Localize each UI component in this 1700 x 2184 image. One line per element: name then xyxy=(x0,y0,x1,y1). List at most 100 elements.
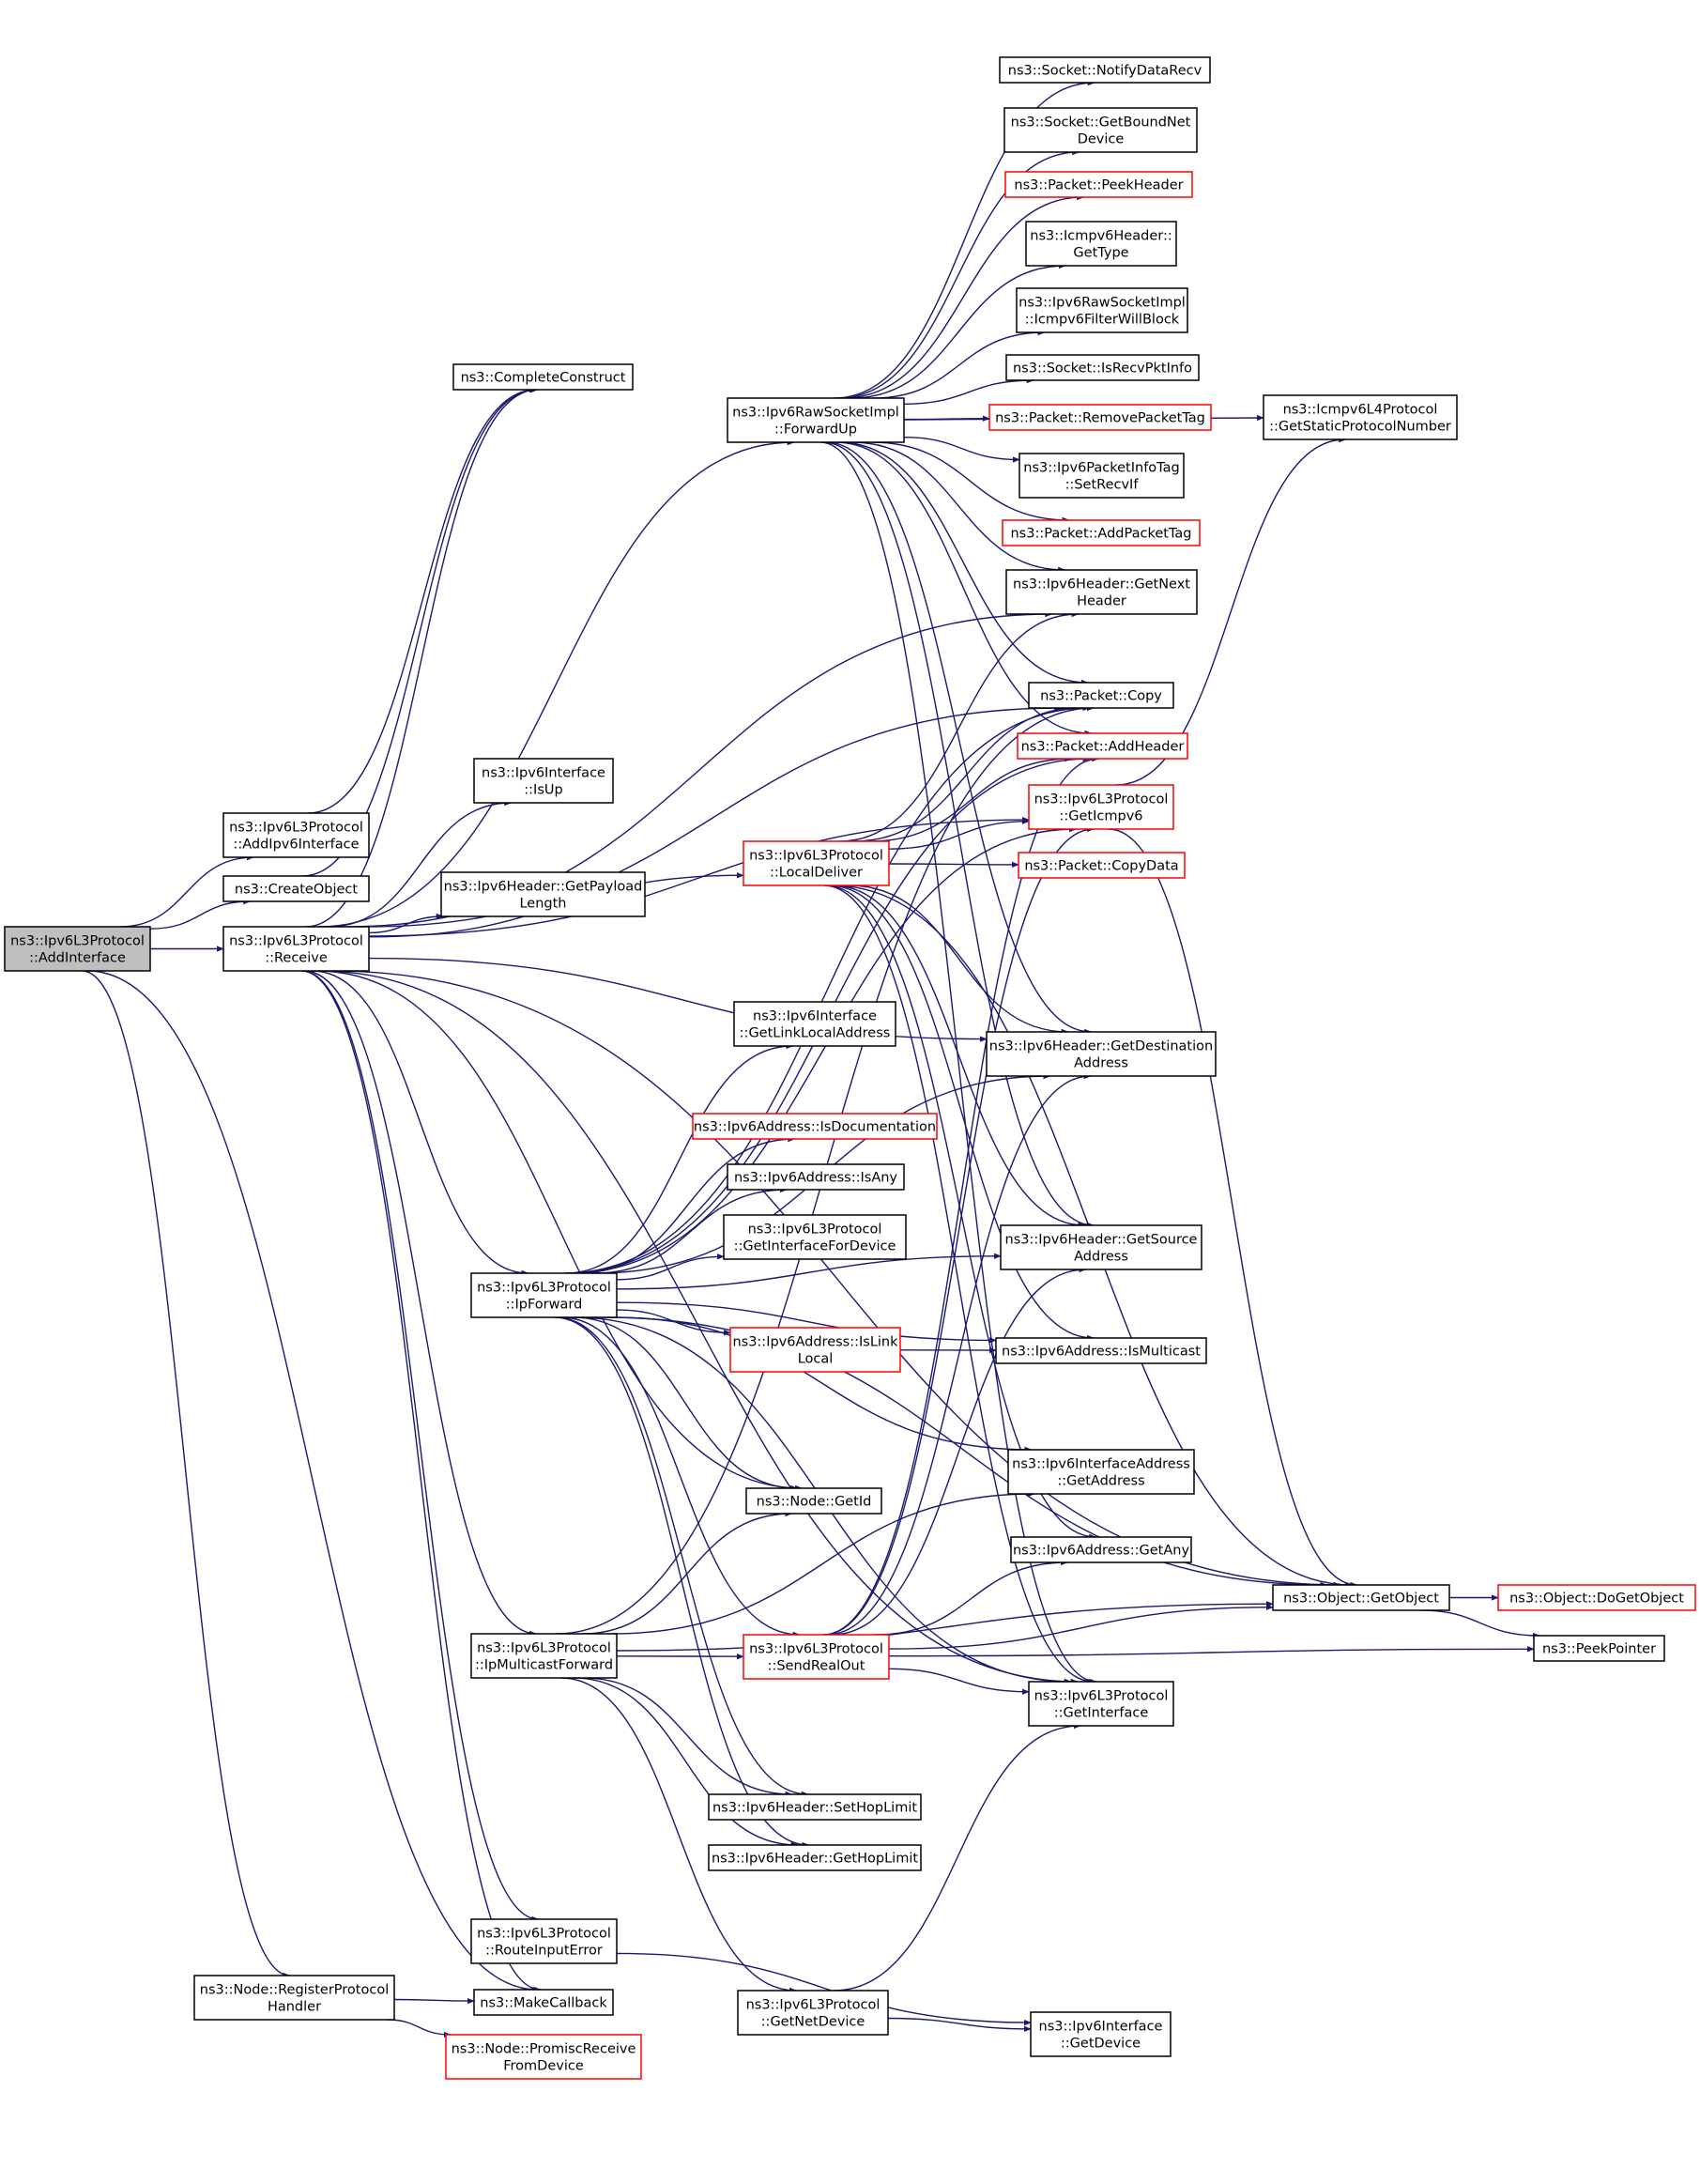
node-setRecvIf[interactable]: ns3::Ipv6PacketInfoTag::SetRecvIf xyxy=(1018,453,1185,499)
node-box-getLinkLocal[interactable] xyxy=(733,1001,896,1047)
node-box-getAny[interactable] xyxy=(1010,1536,1192,1563)
node-getLinkLocal[interactable]: ns3::Ipv6Interface::GetLinkLocalAddress xyxy=(733,1001,896,1047)
node-ipMulticastForward[interactable]: ns3::Ipv6L3Protocol::IpMulticastForward xyxy=(470,1633,618,1679)
node-icmpGetType[interactable]: ns3::Icmpv6Header::GetType xyxy=(1025,221,1177,267)
node-receive[interactable]: ns3::Ipv6L3Protocol::Receive xyxy=(222,926,370,972)
node-box-getIfaceForDevice[interactable] xyxy=(723,1214,907,1260)
node-isMulticast[interactable]: ns3::Ipv6Address::IsMulticast xyxy=(995,1337,1207,1364)
node-getAny[interactable]: ns3::Ipv6Address::GetAny xyxy=(1010,1536,1192,1563)
node-box-localDeliver[interactable] xyxy=(743,840,890,886)
node-box-ipMulticastForward[interactable] xyxy=(470,1633,618,1679)
node-box-isAny[interactable] xyxy=(727,1163,905,1191)
node-box-sendRealOut[interactable] xyxy=(743,1634,890,1680)
node-box-receive[interactable] xyxy=(222,926,370,972)
node-box-addHeader[interactable] xyxy=(1017,732,1188,760)
node-box-copyData[interactable] xyxy=(1018,852,1186,879)
node-getIcmpv6[interactable]: ns3::Ipv6L3Protocol::GetIcmpv6 xyxy=(1028,784,1174,830)
node-box-staticProtoNumber[interactable] xyxy=(1263,394,1458,440)
node-box-ifaceAddrGetAddress[interactable] xyxy=(1007,1449,1195,1495)
node-box-isRecvPktInfo[interactable] xyxy=(1005,354,1200,381)
node-getInterface[interactable]: ns3::Ipv6L3Protocol::GetInterface xyxy=(1028,1681,1174,1727)
node-peekHeader[interactable]: ns3::Packet::PeekHeader xyxy=(1004,171,1193,198)
node-box-setHopLimit[interactable] xyxy=(708,1793,922,1821)
node-getIfaceForDevice[interactable]: ns3::Ipv6L3Protocol::GetInterfaceForDevi… xyxy=(723,1214,907,1260)
node-box-getIcmpv6[interactable] xyxy=(1028,784,1174,830)
node-ifaceAddrGetAddress[interactable]: ns3::Ipv6InterfaceAddress::GetAddress xyxy=(1007,1449,1195,1495)
node-box-icmpGetType[interactable] xyxy=(1025,221,1177,267)
node-doGetObject[interactable]: ns3::Object::DoGetObject xyxy=(1497,1584,1696,1611)
node-makeCallback[interactable]: ns3::MakeCallback xyxy=(473,1989,614,2016)
node-box-promiscReceive[interactable] xyxy=(445,2034,642,2080)
node-box-packetCopy[interactable] xyxy=(1028,682,1174,709)
node-box-getObject[interactable] xyxy=(1272,1584,1450,1611)
node-box-ipForward[interactable] xyxy=(470,1272,618,1318)
node-box-makeCallback[interactable] xyxy=(473,1989,614,2016)
node-box-addIpv6Interface[interactable] xyxy=(222,812,370,858)
node-box-registerHandler[interactable] xyxy=(193,1975,395,2021)
node-box-doGetObject[interactable] xyxy=(1497,1584,1696,1611)
node-ipForward[interactable]: ns3::Ipv6L3Protocol::IpForward xyxy=(470,1272,618,1318)
node-setHopLimit[interactable]: ns3::Ipv6Header::SetHopLimit xyxy=(708,1793,922,1821)
node-box-getInterface[interactable] xyxy=(1028,1681,1174,1727)
node-isAny[interactable]: ns3::Ipv6Address::IsAny xyxy=(727,1163,905,1191)
node-box-getId[interactable] xyxy=(745,1487,882,1515)
node-ifaceGetDevice[interactable]: ns3::Ipv6Interface::GetDevice xyxy=(1030,2011,1172,2057)
node-box-ifaceGetDevice[interactable] xyxy=(1030,2011,1172,2057)
node-box-peekHeader[interactable] xyxy=(1004,171,1193,198)
node-box-removePacketTag[interactable] xyxy=(988,404,1212,431)
node-copyData[interactable]: ns3::Packet::CopyData xyxy=(1018,852,1186,879)
node-box-getBoundNetDevice[interactable] xyxy=(1003,107,1198,153)
node-routeInputError[interactable]: ns3::Ipv6L3Protocol::RouteInputError xyxy=(470,1918,618,1964)
node-box-getHopLimit[interactable] xyxy=(708,1844,922,1871)
node-getNetDevice[interactable]: ns3::Ipv6L3Protocol::GetNetDevice xyxy=(737,1990,889,2036)
node-getObject[interactable]: ns3::Object::GetObject xyxy=(1272,1584,1450,1611)
node-packetCopy[interactable]: ns3::Packet::Copy xyxy=(1028,682,1174,709)
node-box-createObject[interactable] xyxy=(222,875,370,902)
node-box-isMulticast[interactable] xyxy=(995,1337,1207,1364)
node-completeConstruct[interactable]: ns3::CompleteConstruct xyxy=(452,363,634,391)
node-box-notifyDataRecv[interactable] xyxy=(999,56,1211,84)
node-removePacketTag[interactable]: ns3::Packet::RemovePacketTag xyxy=(988,404,1212,431)
node-box-getPayloadLength[interactable] xyxy=(440,871,646,917)
node-addHeader[interactable]: ns3::Packet::AddHeader xyxy=(1017,732,1188,760)
node-filterWillBlock[interactable]: ns3::Ipv6RawSocketImpl::Icmpv6FilterWill… xyxy=(1016,287,1188,333)
node-sendRealOut[interactable]: ns3::Ipv6L3Protocol::SendRealOut xyxy=(743,1634,890,1680)
node-forwardUp[interactable]: ns3::Ipv6RawSocketImpl::ForwardUp xyxy=(727,397,905,443)
node-box-addInterface[interactable] xyxy=(4,926,151,972)
node-box-getNetDevice[interactable] xyxy=(737,1990,889,2036)
node-box-ifaceIsUp[interactable] xyxy=(473,758,614,804)
node-notifyDataRecv[interactable]: ns3::Socket::NotifyDataRecv xyxy=(999,56,1211,84)
node-box-forwardUp[interactable] xyxy=(727,397,905,443)
node-isRecvPktInfo[interactable]: ns3::Socket::IsRecvPktInfo xyxy=(1005,354,1200,381)
node-box-isDocumentation[interactable] xyxy=(692,1113,938,1140)
node-getId[interactable]: ns3::Node::GetId xyxy=(745,1487,882,1515)
node-box-addPacketTag[interactable] xyxy=(1002,519,1201,546)
node-addPacketTag[interactable]: ns3::Packet::AddPacketTag xyxy=(1002,519,1201,546)
node-getHopLimit[interactable]: ns3::Ipv6Header::GetHopLimit xyxy=(708,1844,922,1871)
node-createObject[interactable]: ns3::CreateObject xyxy=(222,875,370,902)
node-box-peekPointer[interactable] xyxy=(1533,1635,1665,1662)
node-box-setRecvIf[interactable] xyxy=(1018,453,1185,499)
node-box-routeInputError[interactable] xyxy=(470,1918,618,1964)
node-peekPointer[interactable]: ns3::PeekPointer xyxy=(1533,1635,1665,1662)
node-box-getSource[interactable] xyxy=(1000,1224,1202,1270)
node-localDeliver[interactable]: ns3::Ipv6L3Protocol::LocalDeliver xyxy=(743,840,890,886)
node-box-getDestination[interactable] xyxy=(986,1031,1217,1077)
node-box-completeConstruct[interactable] xyxy=(452,363,634,391)
node-staticProtoNumber[interactable]: ns3::Icmpv6L4Protocol::GetStaticProtocol… xyxy=(1263,394,1458,440)
node-ifaceIsUp[interactable]: ns3::Ipv6Interface::IsUp xyxy=(473,758,614,804)
node-box-getNextHeader[interactable] xyxy=(1005,569,1198,615)
node-box-isLinkLocal[interactable] xyxy=(729,1327,901,1373)
node-isDocumentation[interactable]: ns3::Ipv6Address::IsDocumentation xyxy=(692,1113,938,1140)
node-box-filterWillBlock[interactable] xyxy=(1016,287,1188,333)
node-addIpv6Interface[interactable]: ns3::Ipv6L3Protocol::AddIpv6Interface xyxy=(222,812,370,858)
node-addInterface[interactable]: ns3::Ipv6L3Protocol::AddInterface xyxy=(4,926,151,972)
